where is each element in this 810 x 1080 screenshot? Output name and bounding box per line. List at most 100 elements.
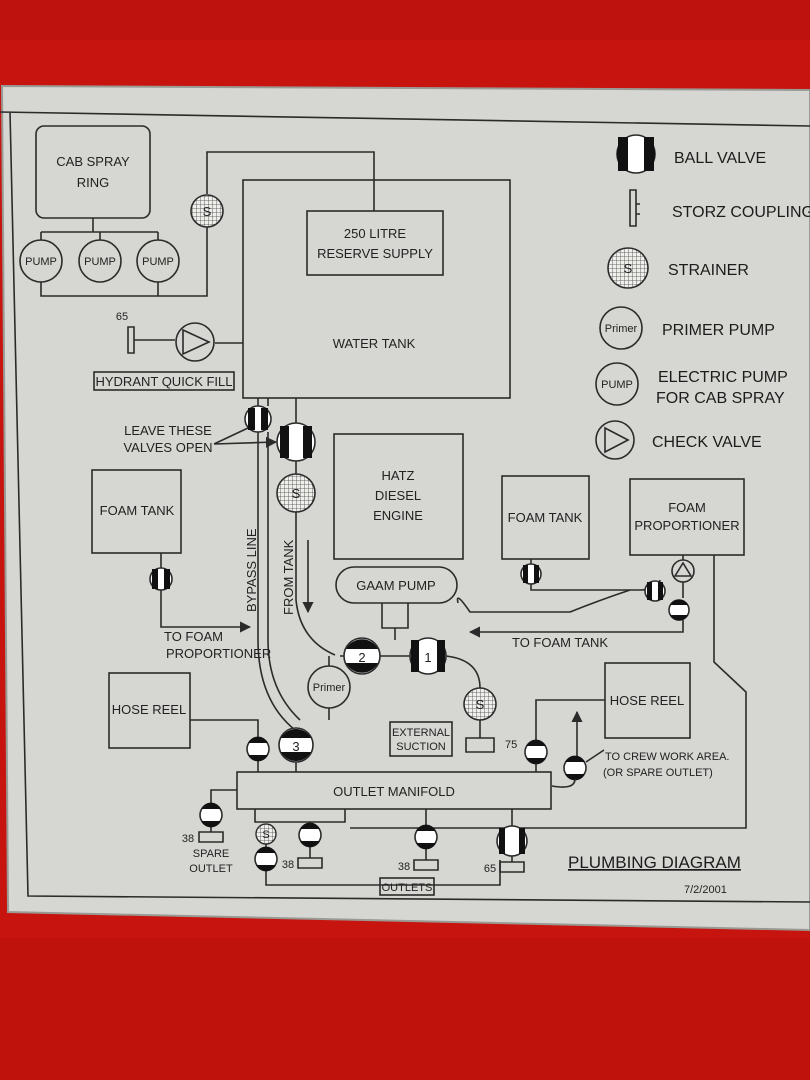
size-38-label: 38 — [182, 833, 194, 845]
valve-3-icon — [278, 727, 314, 763]
engine-label: HATZ — [382, 468, 415, 483]
pump-label: PUMP — [84, 256, 116, 268]
from-tank-label: FROM TANK — [281, 539, 296, 615]
leave-valves-label-2: VALVES OPEN — [123, 440, 212, 455]
water-tank-box — [242, 179, 511, 399]
hose-reel-label: HOSE REEL — [112, 702, 186, 717]
gaam-pump-box — [335, 566, 458, 604]
size-65-label: 65 — [484, 863, 496, 875]
water-tank-label: WATER TANK — [333, 336, 416, 351]
engine-box — [333, 433, 464, 560]
plate-border — [0, 111, 810, 903]
ball-valve-icon — [149, 567, 173, 591]
storz-coupling-icon — [198, 831, 224, 843]
foam-tank-box — [501, 475, 590, 560]
diagram-plate — [0, 84, 810, 932]
size-38-label: 38 — [282, 859, 294, 871]
cab-spray-label-2: RING — [77, 175, 110, 190]
legend-strainer-label: STRAINER — [668, 262, 749, 279]
outlets-label: OUTLETS — [382, 882, 433, 894]
diagram-title: PLUMBING DIAGRAM — [568, 853, 741, 872]
ball-valve-icon — [520, 563, 542, 585]
bypass-line-label: BYPASS LINE — [244, 528, 259, 612]
legend-storz-coupling-label: STORZ COUPLING — [672, 204, 810, 221]
legend: BALL VALVE STORZ COUPLING S STRAINER Pri… — [595, 134, 810, 460]
strainer-icon — [276, 473, 316, 513]
outlets-label-box — [379, 877, 435, 896]
strainer-icon — [190, 194, 224, 228]
foam-tank-box — [91, 469, 182, 554]
legend-primer-pump-label: PRIMER PUMP — [662, 322, 775, 339]
valve-2-icon — [343, 637, 381, 675]
external-suction-box — [389, 721, 453, 757]
outlet-manifold-label: OUTLET MANIFOLD — [333, 784, 455, 799]
size-65-label: 65 — [116, 311, 128, 323]
spare-outlet-label: SPARE — [193, 848, 229, 860]
to-foam-label-2: PROPORTIONER — [166, 646, 271, 661]
ball-valve-icon — [496, 825, 528, 857]
primer-label: Primer — [313, 682, 346, 694]
strainer-icon — [255, 823, 277, 845]
legend-electric-pump-label: ELECTRIC PUMP — [658, 369, 788, 386]
pump-label: PUMP — [25, 256, 57, 268]
ball-valve-icon — [254, 846, 278, 872]
foam-tank-label: FOAM TANK — [100, 503, 175, 518]
ball-valve-icon — [244, 405, 272, 433]
storz-coupling-icon — [297, 857, 323, 869]
legend-check-valve-label: CHECK VALVE — [652, 434, 762, 451]
ball-valve-icon — [414, 824, 438, 850]
ball-valve-legend-icon — [616, 134, 656, 174]
external-suction-label: EXTERNAL — [392, 727, 450, 739]
strainer-symbol: S — [292, 486, 301, 501]
pump-icon — [78, 239, 122, 283]
spare-outlet-label-2: OUTLET — [189, 863, 233, 875]
engine-label-3: ENGINE — [373, 508, 423, 523]
legend-electric-pump-label-2: FOR CAB SPRAY — [656, 390, 785, 407]
foam-proportioner-label: FOAM — [668, 500, 706, 515]
check-valve-legend-icon — [595, 420, 635, 460]
crew-work-area-label: TO CREW WORK AREA. — [605, 751, 729, 763]
storz-coupling-icon — [127, 326, 135, 354]
cab-spray-label: CAB SPRAY — [56, 154, 130, 169]
storz-coupling-icon — [465, 720, 495, 753]
size-38-label: 38 — [398, 861, 410, 873]
strainer-legend-symbol: S — [624, 261, 633, 276]
electric-pump-legend-icon — [595, 362, 639, 406]
valve-1-label: 1 — [424, 650, 431, 665]
ball-valve-icon — [276, 422, 316, 462]
foam-proportioner-box — [629, 478, 745, 556]
valve-3-label: 3 — [292, 739, 299, 754]
reserve-label-2: RESERVE SUPPLY — [317, 246, 433, 261]
ball-valve-icon — [524, 739, 548, 765]
external-suction-label-2: SUCTION — [396, 741, 446, 753]
storz-coupling-icon — [499, 861, 525, 873]
size-75-label: 75 — [505, 739, 517, 751]
foam-proportioner-label-2: PROPORTIONER — [634, 518, 739, 533]
diagram-date: 7/2/2001 — [684, 884, 727, 896]
valve-2-label: 2 — [358, 650, 365, 665]
ball-valve-icon — [668, 599, 690, 621]
hose-reel-right-label: HOSE REEL — [610, 693, 684, 708]
hydrant-label: HYDRANT QUICK FILL — [95, 374, 232, 389]
ball-valve-icon — [563, 755, 587, 781]
strainer-symbol: S — [203, 204, 212, 219]
ball-valve-icon — [199, 802, 223, 828]
reserve-label: 250 LITRE — [344, 226, 406, 241]
check-valve-icon — [175, 322, 215, 362]
ball-valve-icon — [246, 736, 270, 762]
reserve-supply-box — [306, 210, 444, 276]
pump-label: PUMP — [142, 256, 174, 268]
primer-pump-legend-icon — [599, 306, 643, 350]
strainer-symbol: S — [262, 829, 269, 841]
to-foam-tank-label: TO FOAM TANK — [512, 635, 608, 650]
ball-valve-icon — [298, 822, 322, 848]
legend-ball-valve-label: BALL VALVE — [674, 150, 766, 167]
leave-valves-label: LEAVE THESE — [124, 423, 212, 438]
ball-valve-icon — [644, 580, 666, 602]
gaam-pump-label: GAAM PUMP — [356, 578, 435, 593]
storz-coupling-legend-icon — [629, 189, 640, 227]
foam-tank-right-label: FOAM TANK — [508, 510, 583, 525]
storz-coupling-icon — [413, 859, 439, 871]
